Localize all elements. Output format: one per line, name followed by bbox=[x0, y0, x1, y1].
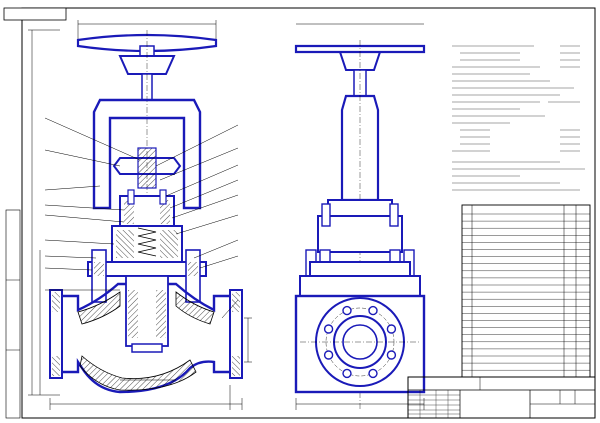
bolt-hole bbox=[386, 350, 397, 360]
bolt-hole bbox=[368, 368, 378, 379]
tech-requirements bbox=[452, 45, 580, 152]
callout-leaders bbox=[44, 117, 239, 319]
title-block bbox=[407, 376, 596, 419]
bolt-hole bbox=[342, 305, 352, 316]
flange-bolt-holes bbox=[323, 305, 397, 379]
bolt-hole bbox=[386, 324, 397, 334]
parts-table bbox=[461, 204, 591, 378]
yoke bbox=[92, 98, 202, 210]
front-view bbox=[28, 20, 252, 410]
sheet-border bbox=[21, 7, 596, 419]
bolt-hole bbox=[323, 324, 334, 334]
valve-body bbox=[49, 275, 243, 394]
bolt-hole bbox=[323, 350, 334, 360]
stamp-box bbox=[3, 7, 67, 21]
bonnet bbox=[111, 189, 183, 263]
side-strip bbox=[5, 209, 21, 419]
bolt-hole bbox=[368, 305, 378, 316]
bolt-hole bbox=[342, 368, 352, 379]
notes bbox=[452, 161, 585, 191]
side-view bbox=[294, 23, 426, 410]
